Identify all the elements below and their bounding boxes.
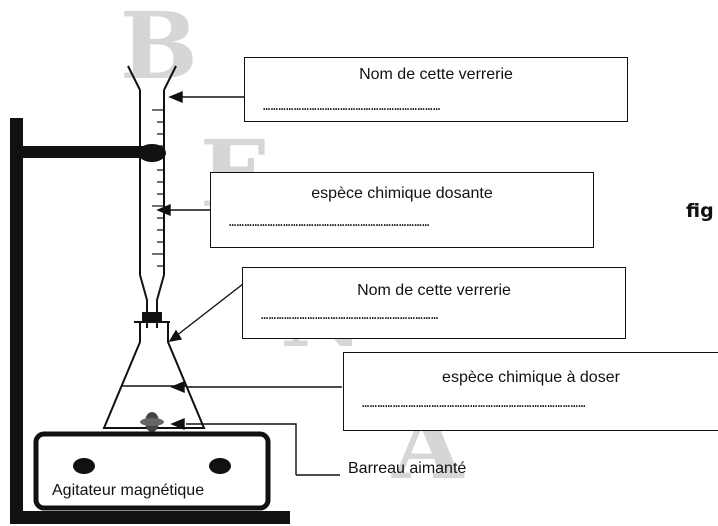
magnetic-stirrer: [33, 431, 271, 511]
answer-blank[interactable]: ……………………………………………………………: [261, 308, 439, 322]
support-stand: [10, 118, 290, 524]
burette-stopcock: [142, 312, 162, 321]
glassware-name-prompt: Nom de cette verrerie: [359, 66, 513, 83]
glassware-name-box-top: Nom de cette verrerie …………………………………………………: [244, 57, 628, 122]
burette-graduations: [152, 109, 163, 267]
titrant-species-box: espèce chimique dosante ……………………………………………: [210, 172, 594, 248]
answer-blank[interactable]: ……………………………………………………………: [263, 99, 441, 113]
stir-bar-label: Barreau aimanté: [348, 460, 467, 477]
clamp-arm: [10, 146, 152, 158]
glassware-name-box-flask: Nom de cette verrerie …………………………………………………: [242, 267, 626, 339]
flask-outline: [102, 321, 206, 429]
answer-blank[interactable]: ……………………………………………………………………: [229, 215, 430, 229]
burette: [127, 65, 177, 328]
stirrer-knob-left: [73, 458, 95, 474]
burette-funnel: [127, 65, 177, 91]
burette-taper: [139, 274, 165, 301]
figure-label: fig: [686, 200, 714, 222]
analyte-species-box: espèce chimique à doser ……………………………………………: [343, 352, 718, 431]
stand-rod: [10, 118, 23, 524]
leader-to-stir-bar: [186, 423, 297, 475]
glassware-name-prompt: Nom de cette verrerie: [357, 282, 511, 299]
stirrer-label: Agitateur magnétique: [52, 482, 205, 499]
stirrer-knob-right: [209, 458, 231, 474]
analyte-species-prompt: espèce chimique à doser: [442, 369, 620, 386]
arrow-to-flask-neck: [175, 283, 244, 337]
stirrer-body: [33, 431, 271, 511]
burette-clamp: [138, 144, 166, 162]
stir-bar: [140, 412, 164, 432]
pointer-arrows: [156, 90, 342, 476]
answer-blank[interactable]: ……………………………………………………………………………: [362, 396, 587, 410]
stand-base: [10, 511, 290, 524]
titrant-species-prompt: espèce chimique dosante: [311, 185, 493, 202]
erlenmeyer-flask: [102, 321, 206, 429]
